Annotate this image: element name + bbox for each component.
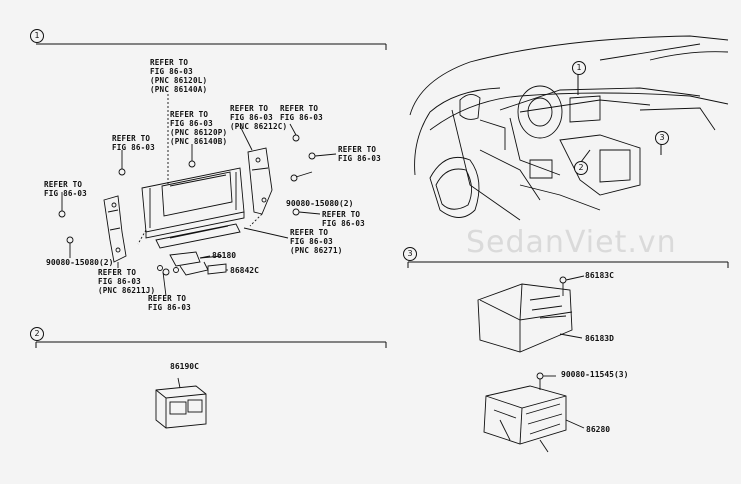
section-2-callout: 2	[30, 327, 44, 341]
part-number: 86190C	[170, 362, 199, 371]
part-number: 86280	[586, 425, 611, 434]
section-3-callout: 3	[403, 247, 417, 261]
watermark: SedanViet.vn	[466, 225, 677, 260]
part-number: 86180	[212, 251, 237, 260]
amplifier-86280-drawing	[483, 372, 585, 453]
part-number: 86842C	[230, 266, 259, 275]
section-1-callout: 1	[30, 29, 44, 43]
part-number: 86183D	[585, 334, 614, 343]
part-number: 90080-15080(2)	[286, 199, 354, 208]
car-callout-3: 3	[655, 131, 669, 145]
display-unit-drawing	[58, 94, 337, 297]
cover-86183d-drawing	[477, 275, 585, 353]
part-number: 86183C	[585, 271, 614, 280]
car-interior-sketch	[409, 35, 729, 221]
part-number: 90080-11545(3)	[561, 370, 629, 379]
car-callout-1: 1	[572, 61, 586, 75]
switch-86190c-drawing	[155, 377, 207, 429]
part-number: 90080-15080(2)	[46, 258, 114, 267]
car-callout-2: 2	[574, 161, 588, 175]
